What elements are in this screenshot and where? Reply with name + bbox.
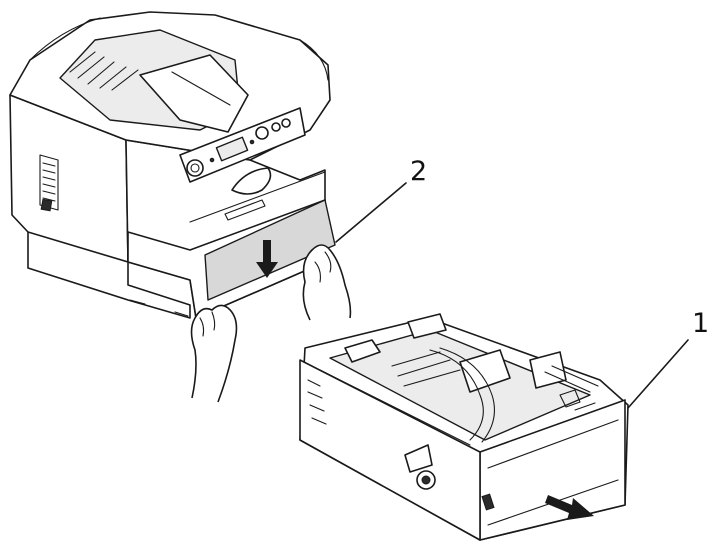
down-arrow-icon — [256, 240, 278, 278]
printer-illustration — [9, 11, 352, 403]
right-hand — [302, 244, 352, 321]
vent-grille — [39, 154, 59, 211]
control-panel — [179, 107, 306, 183]
power-switch — [40, 198, 53, 212]
lift-mechanism — [404, 444, 436, 490]
left-hand — [190, 304, 238, 403]
callout-label-2: 2 — [410, 156, 427, 187]
callout-1: 1 — [627, 308, 709, 409]
paper-tray-illustration — [299, 313, 629, 541]
front-latch — [231, 167, 272, 195]
pull-arrow-icon — [545, 495, 594, 520]
callout-label-1: 1 — [692, 308, 709, 339]
callout-2: 2 — [335, 156, 427, 243]
